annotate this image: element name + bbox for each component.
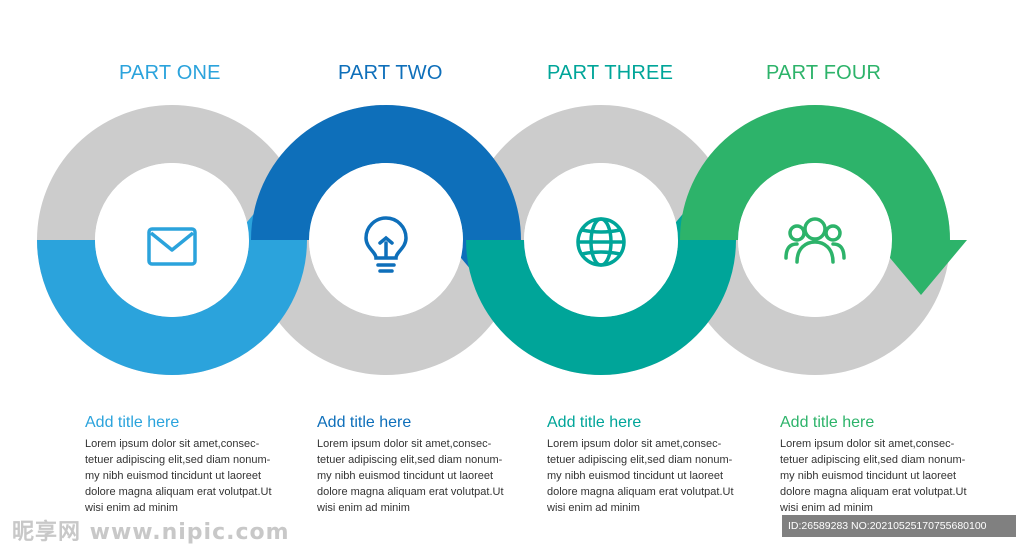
watermark-logo: 昵享网 www.nipic.com bbox=[12, 520, 290, 545]
body-line: dolore magna aliquam erat volutpat.Ut bbox=[547, 486, 734, 498]
body-line: tetuer adipiscing elit,sed diam nonum- bbox=[780, 454, 966, 466]
body-line: Lorem ipsum dolor sit amet,consec- bbox=[85, 438, 260, 450]
body-line: my nibh euismod tincidunt ut laoreet bbox=[780, 470, 957, 482]
body-line: tetuer adipiscing elit,sed diam nonum- bbox=[85, 454, 271, 466]
part-two-heading: PART TWO bbox=[338, 62, 443, 84]
part-four-heading: PART FOUR bbox=[766, 62, 882, 84]
body-line: Lorem ipsum dolor sit amet,consec- bbox=[780, 438, 955, 450]
part-two-block: Add title here Lorem ipsum dolor sit ame… bbox=[317, 414, 517, 516]
body-line: my nibh euismod tincidunt ut laoreet bbox=[547, 470, 724, 482]
body-line: dolore magna aliquam erat volutpat.Ut bbox=[85, 486, 272, 498]
body-line: dolore magna aliquam erat volutpat.Ut bbox=[780, 486, 967, 498]
body-line: wisi enim ad minim bbox=[317, 502, 410, 514]
part-four-title: Add title here bbox=[780, 414, 875, 431]
body-line: tetuer adipiscing elit,sed diam nonum- bbox=[547, 454, 733, 466]
body-line: dolore magna aliquam erat volutpat.Ut bbox=[317, 486, 504, 498]
part-two-title: Add title here bbox=[317, 414, 412, 431]
part-three-body: Lorem ipsum dolor sit amet,consec- tetue… bbox=[547, 436, 747, 516]
part-three-title: Add title here bbox=[547, 414, 642, 431]
body-line: Lorem ipsum dolor sit amet,consec- bbox=[547, 438, 722, 450]
body-line: wisi enim ad minim bbox=[85, 502, 178, 514]
part-three-heading: PART THREE bbox=[547, 62, 674, 84]
part-one-title: Add title here bbox=[85, 414, 180, 431]
envelope-icon bbox=[147, 227, 197, 266]
part-one-block: Add title here Lorem ipsum dolor sit ame… bbox=[85, 414, 285, 516]
watermark-id-bar: ID:26589283 NO:20210525170755680100 bbox=[782, 515, 1016, 537]
part-one-heading: PART ONE bbox=[119, 62, 221, 84]
part-one-body: Lorem ipsum dolor sit amet,consec- tetue… bbox=[85, 436, 285, 516]
globe-icon bbox=[576, 217, 626, 267]
body-line: Lorem ipsum dolor sit amet,consec- bbox=[317, 438, 492, 450]
users-icon bbox=[784, 217, 846, 264]
body-line: wisi enim ad minim bbox=[780, 502, 873, 514]
part-four-arrow bbox=[680, 105, 967, 295]
body-line: tetuer adipiscing elit,sed diam nonum- bbox=[317, 454, 503, 466]
part-four-block: Add title here Lorem ipsum dolor sit ame… bbox=[780, 414, 980, 516]
lightbulb-icon bbox=[364, 216, 408, 273]
part-four-body: Lorem ipsum dolor sit amet,consec- tetue… bbox=[780, 436, 980, 516]
part-two-body: Lorem ipsum dolor sit amet,consec- tetue… bbox=[317, 436, 517, 516]
body-line: wisi enim ad minim bbox=[547, 502, 640, 514]
body-line: my nibh euismod tincidunt ut laoreet bbox=[317, 470, 494, 482]
part-three-block: Add title here Lorem ipsum dolor sit ame… bbox=[547, 414, 747, 516]
body-line: my nibh euismod tincidunt ut laoreet bbox=[85, 470, 262, 482]
